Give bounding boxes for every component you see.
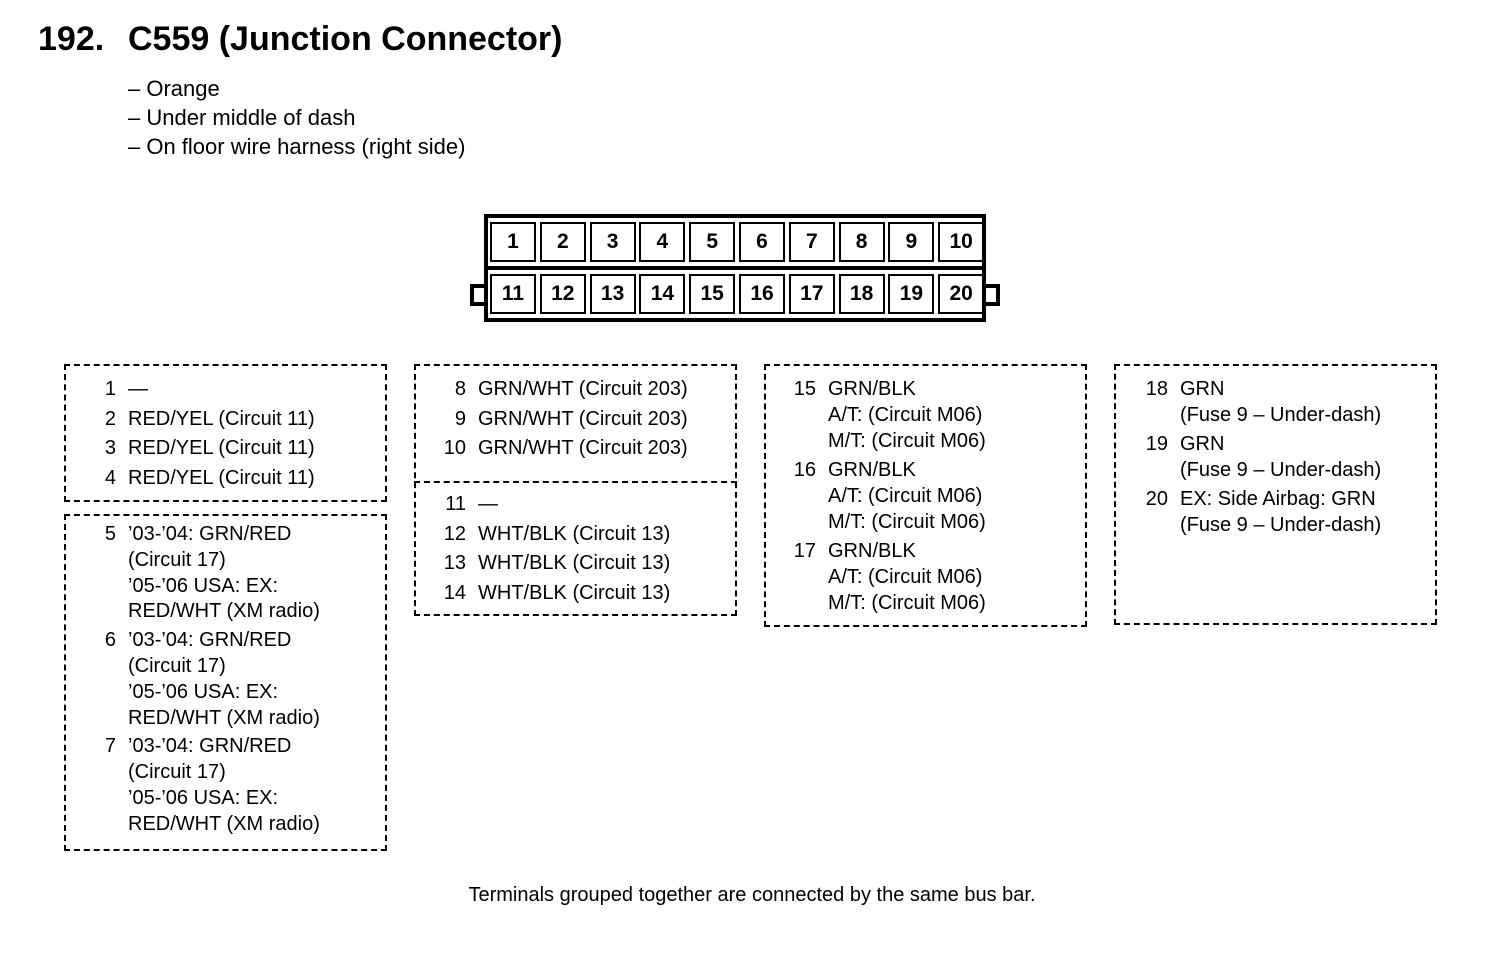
group-box-15-17 <box>764 364 1087 627</box>
connector-pin-15: 15 <box>689 274 736 314</box>
terminal-wire-description: ’03-’04: GRN/RED <box>128 629 292 652</box>
connector-pin-20: 20 <box>938 274 985 314</box>
terminal-number: 4 <box>104 466 116 489</box>
connector-pin-1: 1 <box>490 222 536 262</box>
terminal-wire-description: RED/WHT (XM radio) <box>128 812 320 835</box>
connector-pin-5: 5 <box>689 222 736 262</box>
section-number: 192. <box>38 20 105 58</box>
page-title: 192. C559 (Junction Connector) <box>38 20 562 59</box>
terminal-wire-description: RED/YEL (Circuit 11) <box>128 407 315 430</box>
terminal-wire-description: WHT/BLK (Circuit 13) <box>478 522 671 545</box>
connector-pin-11: 11 <box>490 274 536 314</box>
terminal-wire-description: EX: Side Airbag: GRN <box>1180 488 1376 510</box>
terminal-number: 14 <box>443 581 466 604</box>
connector-latch-left <box>470 284 488 306</box>
terminal-number: 17 <box>793 540 816 562</box>
group-box-18-20 <box>1114 364 1437 625</box>
detail-harness: – On floor wire harness (right side) <box>128 134 466 159</box>
connector-details: – Orange – Under middle of dash – On flo… <box>128 74 465 161</box>
terminal-wire-description: (Fuse 9 – Under-dash) <box>1180 404 1382 426</box>
terminal-wire-description: ’03-’04: GRN/RED <box>128 735 292 758</box>
terminal-wire-description: (Fuse 9 – Under-dash) <box>1180 514 1382 536</box>
terminal-wire-description: RED/YEL (Circuit 11) <box>128 466 315 489</box>
terminal-number: 2 <box>104 407 116 430</box>
terminal-wire-description: GRN/WHT (Circuit 203) <box>478 407 688 430</box>
group-divider-10-11 <box>414 481 737 483</box>
connector-title: C559 (Junction Connector) <box>128 20 563 58</box>
terminal-wire-description: WHT/BLK (Circuit 13) <box>478 552 671 574</box>
terminal-wire-description: A/T: (Circuit M06) <box>828 404 983 426</box>
connector-pin-18: 18 <box>838 274 885 314</box>
connector-pin-14: 14 <box>639 274 686 314</box>
connector-pin-9: 9 <box>888 222 935 262</box>
terminal-number: 10 <box>443 437 466 459</box>
connector-pin-12: 12 <box>539 274 586 314</box>
detail-location: – Under middle of dash <box>128 105 356 130</box>
terminal-wire-description: GRN/WHT (Circuit 203) <box>478 437 688 459</box>
terminal-number: 15 <box>793 378 816 400</box>
terminal-number: 7 <box>104 735 116 758</box>
terminal-wire-description: GRN <box>1180 433 1225 455</box>
footnote: Terminals grouped together are connected… <box>468 884 1036 906</box>
terminal-wire-description: ’03-’04: GRN/RED <box>128 523 292 545</box>
connector-row-divider <box>488 266 982 270</box>
terminal-wire-description: GRN/WHT (Circuit 203) <box>478 378 688 400</box>
connector-pin-7: 7 <box>788 222 835 262</box>
terminal-wire-description: GRN <box>1180 378 1225 400</box>
terminal-wire-description: (Fuse 9 – Under-dash) <box>1180 459 1382 481</box>
connector-pin-13: 13 <box>589 274 636 314</box>
connector-pin-17: 17 <box>788 274 835 314</box>
terminal-number: 6 <box>104 629 116 652</box>
terminal-wire-description: RED/WHT (XM radio) <box>128 706 320 729</box>
terminal-wire-description: A/T: (Circuit M06) <box>828 566 983 588</box>
group-box-8-14 <box>414 364 737 616</box>
terminal-wire-description: ’05-’06 USA: EX: <box>128 574 279 597</box>
terminal-wire-description: RED/YEL (Circuit 11) <box>128 437 315 459</box>
terminal-number: 20 <box>1145 488 1168 510</box>
terminal-number: 12 <box>443 522 466 545</box>
connector-pin-3: 3 <box>589 222 636 262</box>
terminal-wire-description: (Circuit 17) <box>128 761 226 784</box>
terminal-number: 18 <box>1145 378 1168 400</box>
connector-pin-8: 8 <box>838 222 885 262</box>
terminal-wire-description: ’05-’06 USA: EX: <box>128 680 279 703</box>
terminal-wire-description: M/T: (Circuit M06) <box>828 511 986 533</box>
terminal-wire-description: GRN/BLK <box>828 459 916 481</box>
connector-pin-16: 16 <box>739 274 785 314</box>
connector-pin-10: 10 <box>938 222 985 262</box>
terminal-wire-description: M/T: (Circuit M06) <box>828 592 986 614</box>
terminal-number: 13 <box>443 552 466 574</box>
terminal-wire-description: — <box>128 378 148 400</box>
group-box-5-7 <box>64 514 387 851</box>
terminal-number: 8 <box>454 378 466 400</box>
group-box-1-4 <box>64 364 387 502</box>
terminal-number: 5 <box>104 523 116 545</box>
terminal-number: 9 <box>454 407 466 430</box>
terminal-number: 3 <box>104 437 116 459</box>
connector-pin-4: 4 <box>639 222 686 262</box>
terminal-wire-description: ’05-’06 USA: EX: <box>128 786 279 809</box>
terminal-wire-description: (Circuit 17) <box>128 548 226 571</box>
terminal-number: 1 <box>104 378 116 400</box>
terminal-wire-description: (Circuit 17) <box>128 654 226 677</box>
terminal-wire-description: A/T: (Circuit M06) <box>828 485 983 507</box>
terminal-wire-description: WHT/BLK (Circuit 13) <box>478 581 671 604</box>
terminal-number: 19 <box>1145 433 1168 455</box>
connector-pin-6: 6 <box>739 222 785 262</box>
terminal-number: 11 <box>445 493 466 515</box>
connector-pin-2: 2 <box>539 222 586 262</box>
connector-pin-19: 19 <box>888 274 935 314</box>
terminal-wire-description: GRN/BLK <box>828 378 916 400</box>
terminal-wire-description: — <box>478 493 498 515</box>
terminal-wire-description: M/T: (Circuit M06) <box>828 430 986 452</box>
terminal-wire-description: RED/WHT (XM radio) <box>128 600 320 623</box>
detail-color: – Orange <box>128 76 220 101</box>
terminal-wire-description: GRN/BLK <box>828 540 916 562</box>
connector-latch-right <box>982 284 1000 306</box>
terminal-number: 16 <box>793 459 816 481</box>
